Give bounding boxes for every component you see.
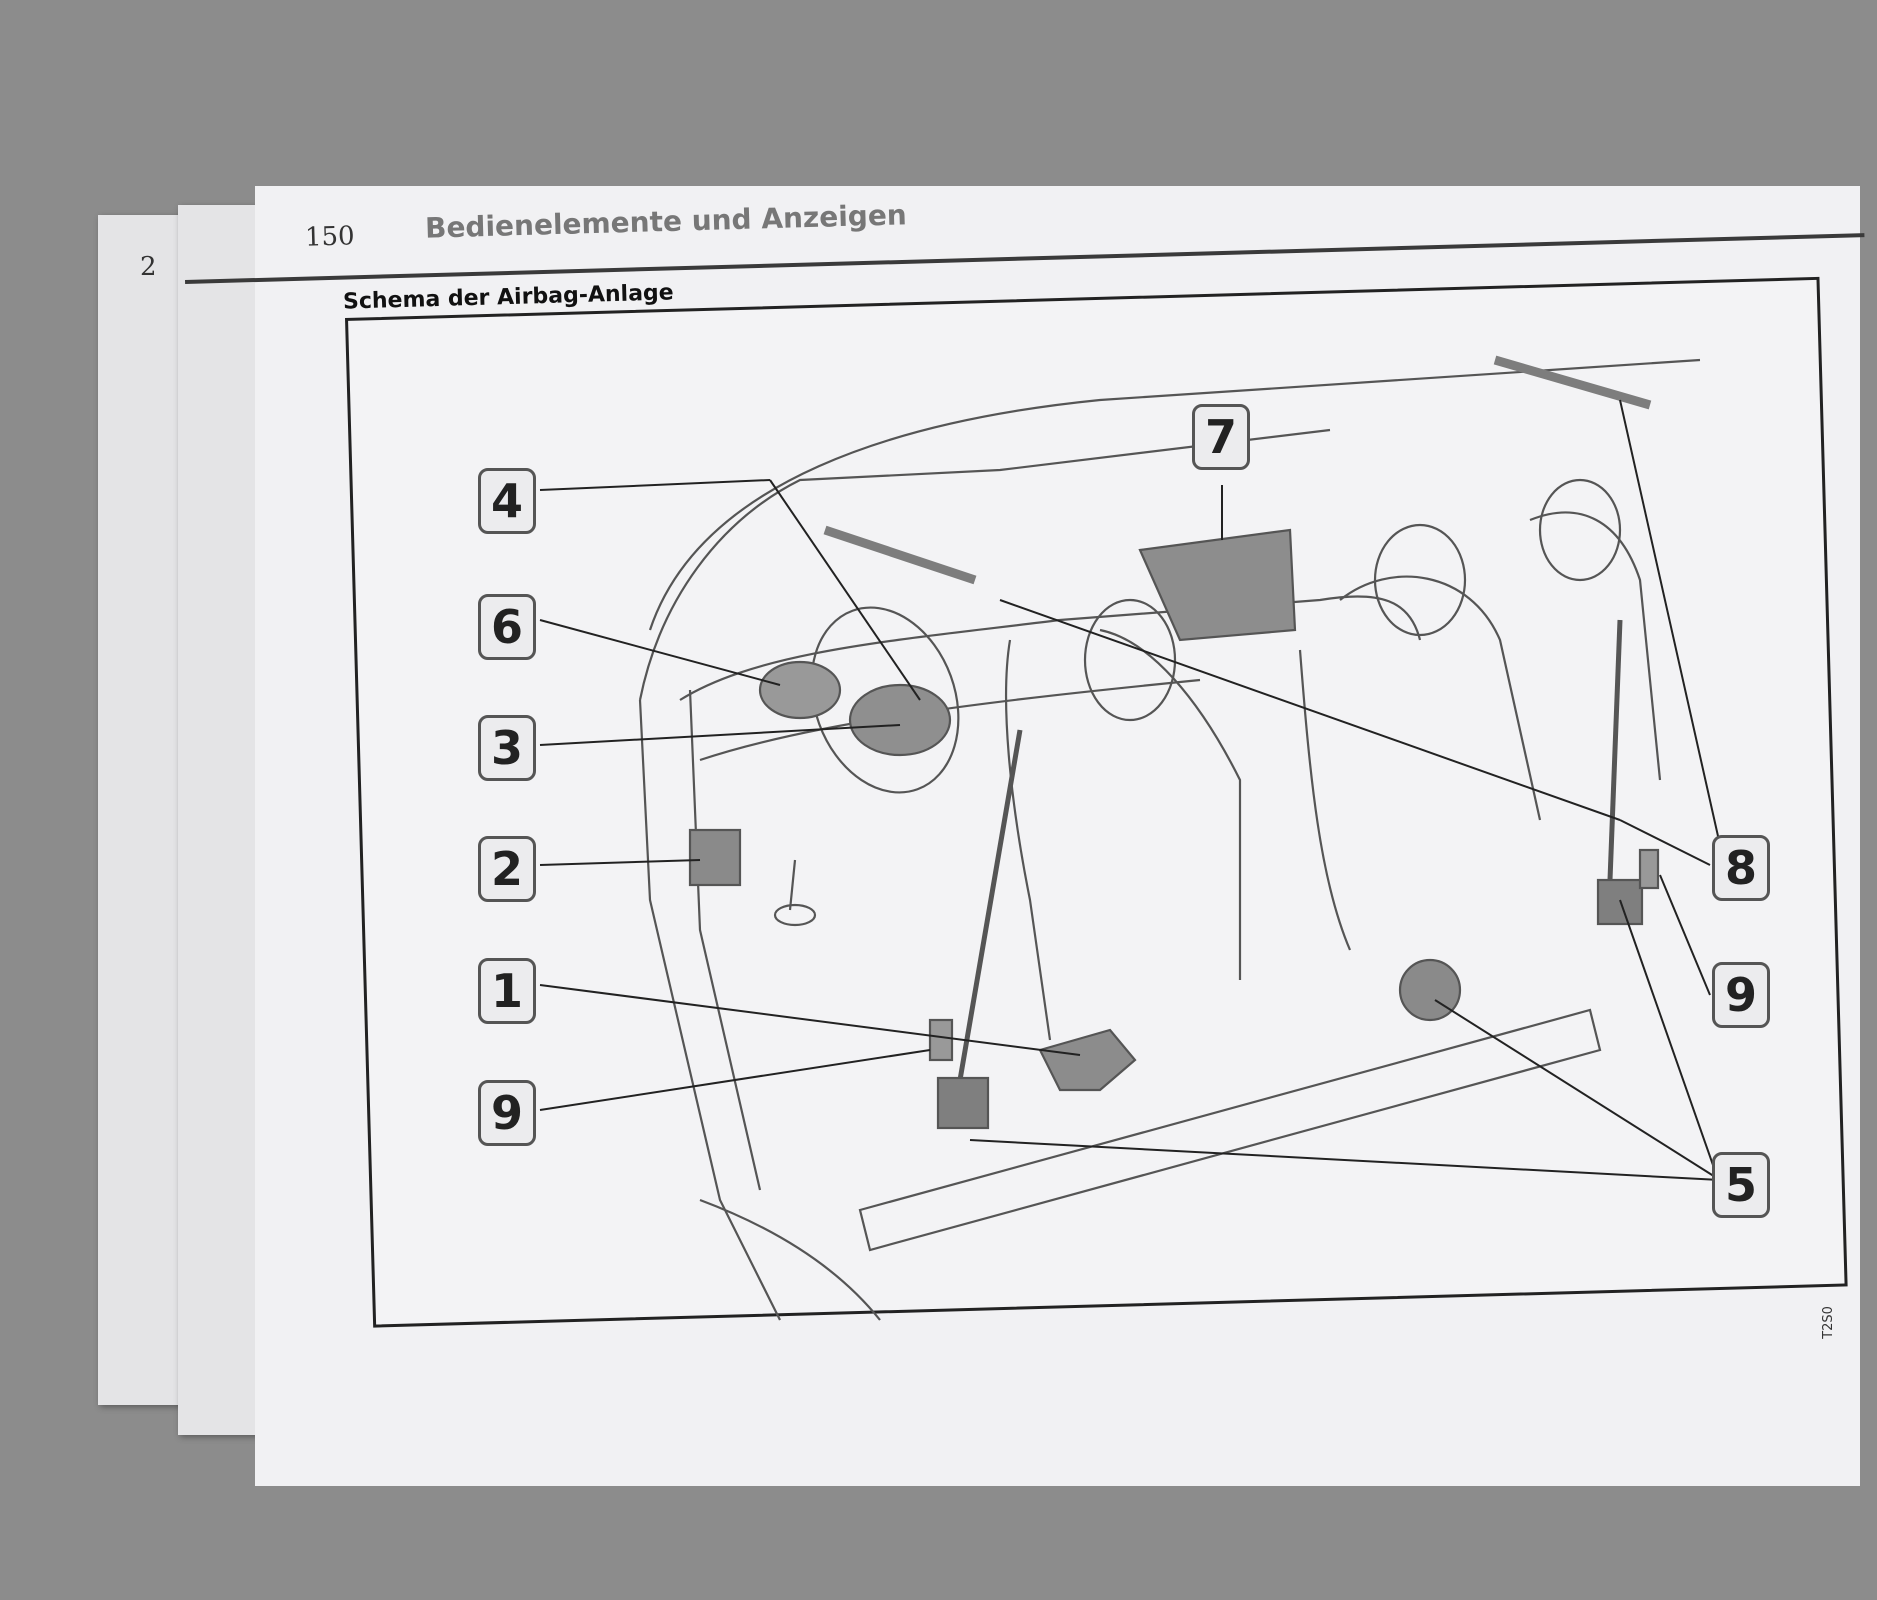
- callout-2: 2: [478, 836, 536, 902]
- left-page-number: 2: [140, 252, 157, 282]
- callout-9-left: 9: [478, 1080, 536, 1146]
- callout-5: 5: [1712, 1152, 1770, 1218]
- callout-3: 3: [478, 715, 536, 781]
- callout-7: 7: [1192, 404, 1250, 470]
- figure-code: T2S0: [1820, 1306, 1836, 1339]
- callout-9-right: 9: [1712, 962, 1770, 1028]
- callout-8: 8: [1712, 835, 1770, 901]
- callout-1: 1: [478, 958, 536, 1024]
- callout-6: 6: [478, 594, 536, 660]
- callout-4: 4: [478, 468, 536, 534]
